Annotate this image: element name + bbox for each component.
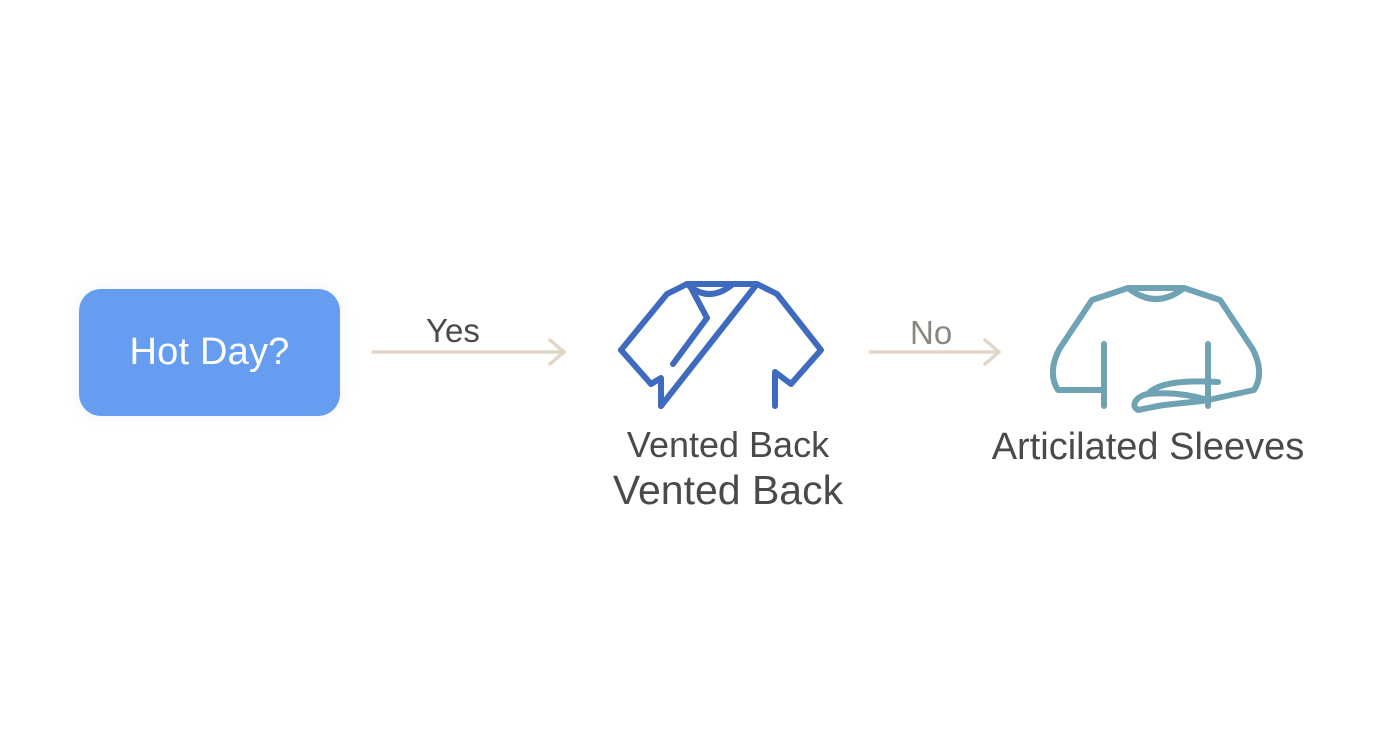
no-arrow	[868, 338, 1001, 366]
decision-label: Hot Day?	[129, 331, 290, 373]
decision-node-hot-day: Hot Day?	[79, 289, 340, 416]
vented-back-caption: Vented Back Vented Back	[578, 424, 878, 514]
yes-arrow	[371, 338, 566, 366]
no-label: No	[910, 314, 953, 351]
articulated-sleeves-caption-line-1: Articilated Sleeves	[991, 426, 1305, 468]
articulated-sleeves-caption: Articilated Sleeves	[958, 424, 1338, 470]
yes-label: Yes	[426, 312, 480, 349]
vented-back-caption-line-2: Vented Back	[612, 467, 844, 513]
shirt-vented-back-icon	[618, 281, 824, 409]
shirt-articulated-sleeves-icon	[1050, 285, 1262, 413]
vented-back-caption-line-1: Vented Back	[626, 424, 830, 465]
